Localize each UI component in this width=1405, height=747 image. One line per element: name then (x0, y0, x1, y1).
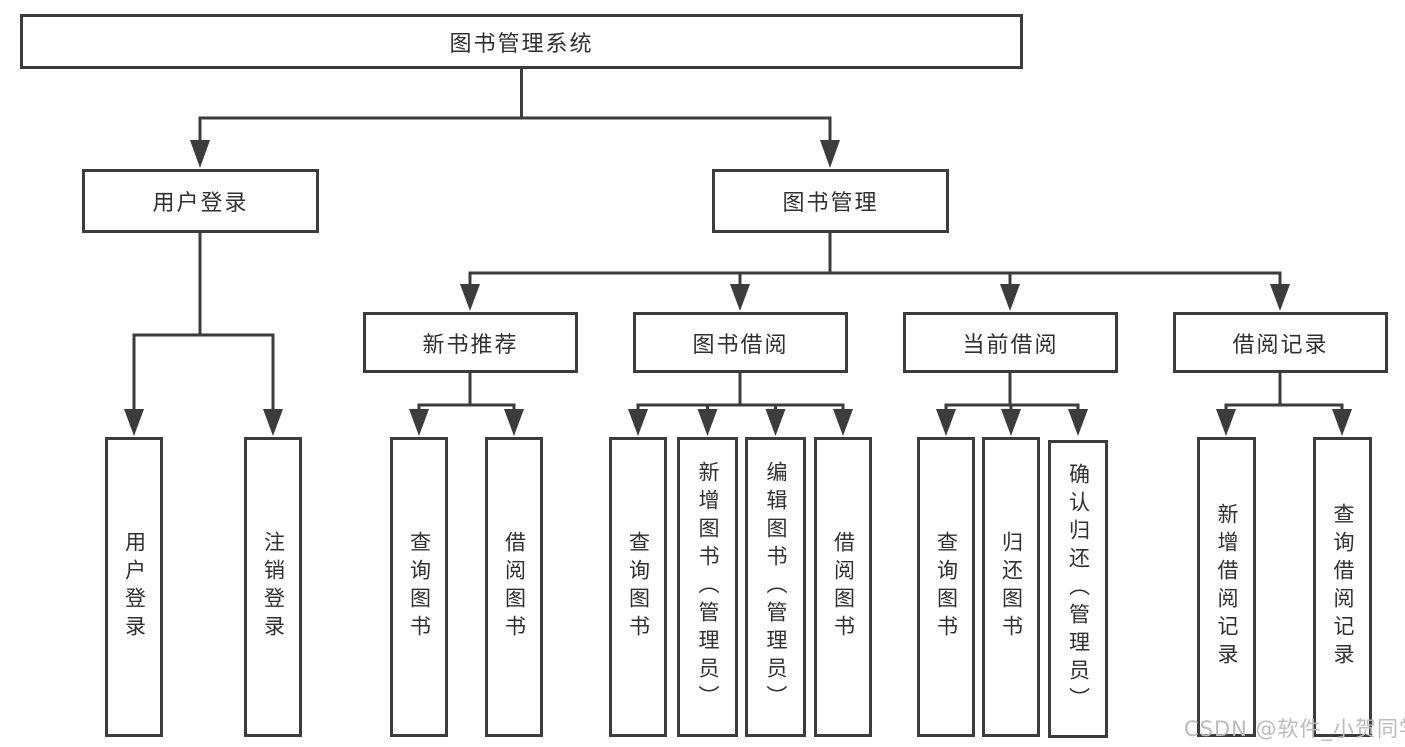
leaf-cb-confirm-return-admin: 确认归还（管理员） (1048, 440, 1108, 738)
leaf-bb-edit-books-admin: 编辑图书（管理员） (745, 437, 806, 737)
leaf-bb-query-books: 查询图书 (609, 437, 667, 737)
leaf-bb-borrow-books: 借阅图书 (814, 437, 872, 737)
node-borrowing-records: 借阅记录 (1173, 312, 1388, 373)
node-root: 图书管理系统 (20, 14, 1023, 69)
watermark: CSDN @软件_小贺同学 (1184, 717, 1405, 741)
leaf-nb-query-books: 查询图书 (390, 437, 448, 737)
leaf-br-query-record: 查询借阅记录 (1313, 437, 1372, 737)
leaf-logout: 注销登录 (244, 437, 302, 737)
node-book-management: 图书管理 (712, 169, 949, 233)
leaf-cb-query-books: 查询图书 (917, 437, 975, 737)
node-book-borrowing: 图书借阅 (633, 312, 848, 373)
node-current-borrowing: 当前借阅 (903, 312, 1118, 373)
node-new-book-recommend: 新书推荐 (363, 312, 578, 373)
node-user-login: 用户登录 (82, 169, 319, 233)
leaf-bb-add-books-admin: 新增图书（管理员） (677, 437, 738, 737)
leaf-br-add-record: 新增借阅记录 (1197, 437, 1256, 737)
leaf-nb-borrow-books: 借阅图书 (485, 437, 543, 737)
leaf-user-login: 用户登录 (105, 437, 163, 737)
leaf-cb-return-books: 归还图书 (982, 437, 1040, 737)
